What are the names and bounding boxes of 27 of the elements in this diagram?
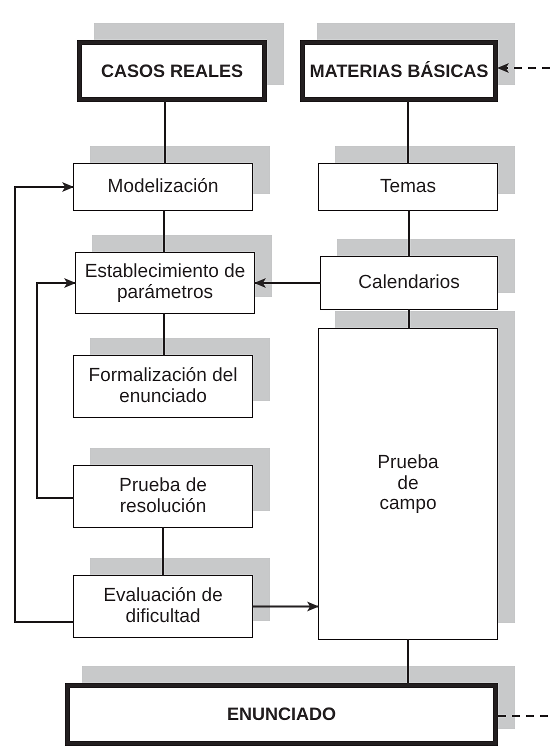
box-label: Temas (380, 176, 436, 198)
process-box (318, 163, 498, 211)
process-box (75, 252, 255, 314)
box-label: Evaluación de dificultad (102, 586, 224, 628)
process-box (73, 163, 253, 211)
process-box (73, 355, 253, 418)
title-box (77, 40, 267, 102)
process-box (318, 328, 498, 640)
box-label: Prueba de resolución (118, 476, 208, 518)
title-box (300, 40, 498, 102)
title-box (65, 683, 498, 746)
dashed-arrow (497, 63, 550, 73)
process-box (73, 465, 253, 528)
connector-arrow (14, 182, 74, 623)
connector-arrow (36, 278, 76, 499)
process-box (320, 256, 498, 310)
box-label: Modelización (108, 176, 218, 198)
box-label: Formalización del enunciado (88, 366, 238, 408)
box-label: Calendarios (358, 272, 460, 294)
box-label: Prueba de campo (376, 452, 440, 516)
connector-arrow (254, 278, 320, 288)
box-label: Establecimiento de parámetros (84, 262, 246, 304)
box-label: CASOS REALES (100, 60, 244, 83)
box-label: ENUNCIADO (226, 703, 336, 726)
connector-arrow (253, 602, 319, 612)
box-label: MATERIAS BÁSICAS (310, 60, 488, 83)
process-box (73, 575, 253, 638)
